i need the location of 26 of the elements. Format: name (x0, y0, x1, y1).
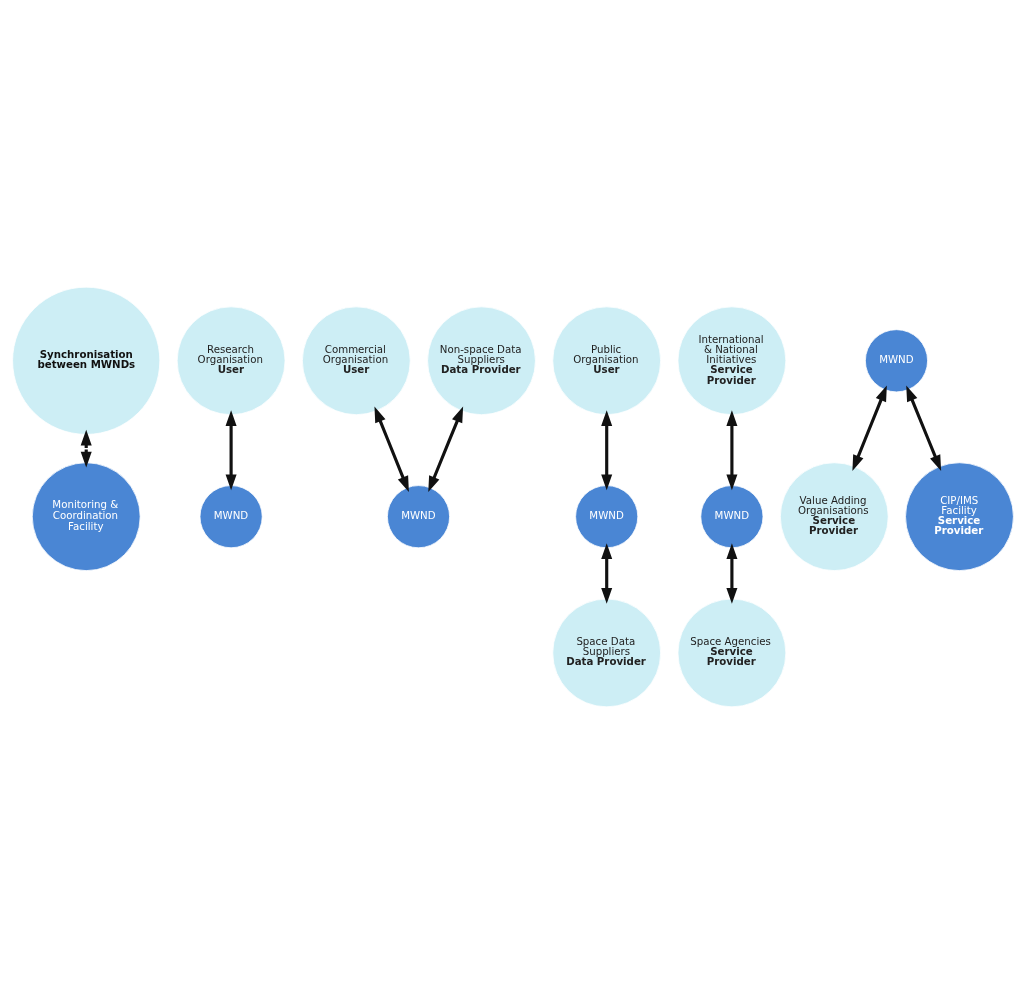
node-circle: MWND (574, 485, 638, 549)
node-circle: CIP/IMS Facility Service Provider (904, 462, 1014, 571)
node-circle: Non-space Data Suppliers Data Provider (426, 306, 536, 416)
node-circle: Research Organisation User (176, 306, 285, 416)
arrow (427, 406, 463, 493)
node-circle: Value Adding Organisations Service Provider (779, 462, 889, 571)
arrow (373, 406, 409, 493)
node-circle: International & National Initiatives Service Provider (677, 306, 786, 416)
node-circle: Monitoring & Coordination Facility (31, 462, 141, 571)
arrow (600, 543, 612, 604)
node-circle: MWND (386, 485, 450, 549)
node-circle: Synchronisation between MWNDs (11, 286, 160, 435)
node-circle: MWND (199, 485, 263, 549)
node-circle: MWND (699, 485, 763, 549)
arrow (851, 385, 887, 471)
arrow (725, 410, 737, 491)
node-circle: Space Data Suppliers Data Provider (551, 598, 661, 708)
arrow (725, 543, 737, 604)
node-circle: Commercial Organisation User (301, 306, 411, 416)
arrow (600, 410, 612, 491)
arrow (225, 410, 237, 491)
arrow (905, 385, 941, 471)
node-circle: Space Agencies Service Provider (677, 598, 786, 708)
node-circle: Public Organisation User (551, 306, 661, 416)
node-circle: MWND (864, 329, 928, 393)
arrow (80, 429, 92, 468)
